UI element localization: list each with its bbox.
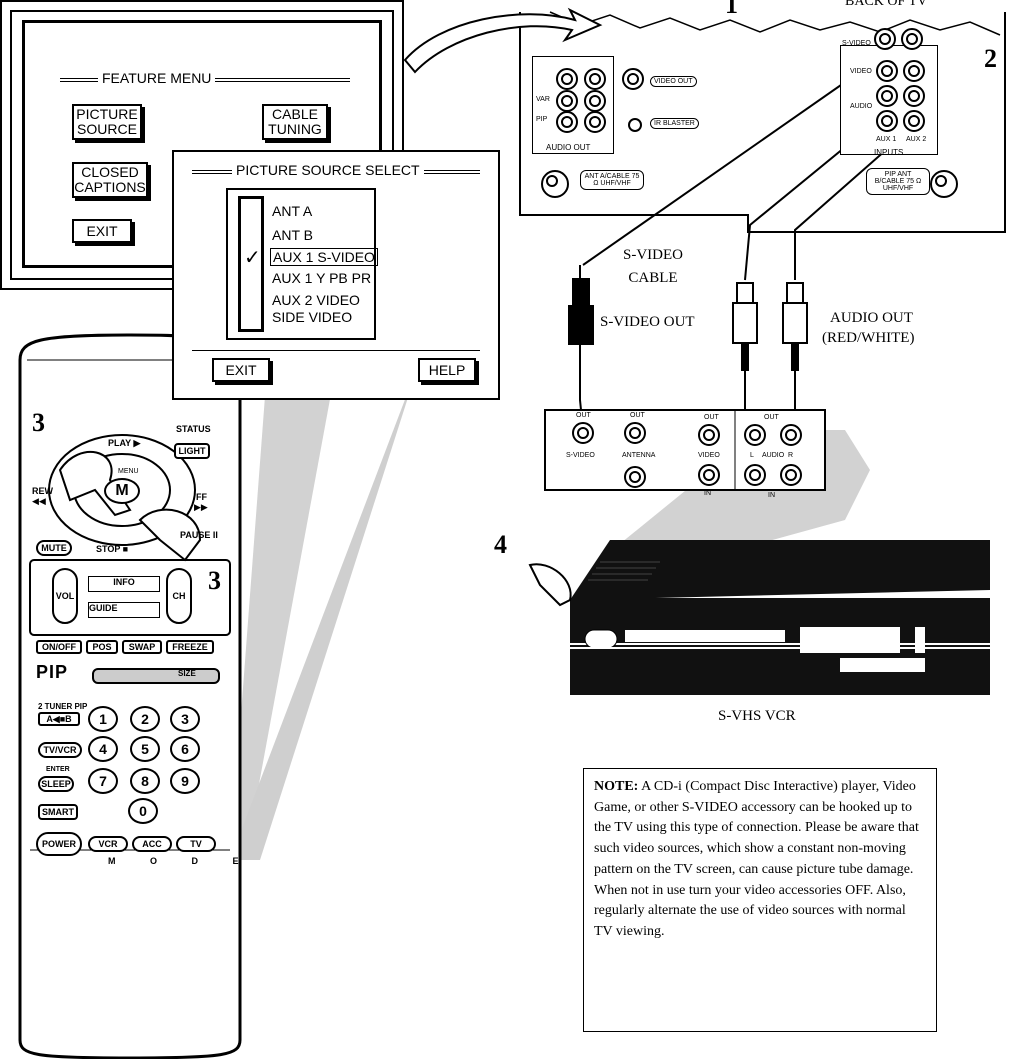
vcr-top: [570, 540, 990, 600]
option-ant-b[interactable]: ANT B: [272, 227, 313, 243]
svideo-input-jack-2[interactable]: [901, 28, 923, 50]
audio-out-jack[interactable]: [556, 68, 578, 90]
step-1-badge: 1: [725, 0, 738, 20]
picture-source-button[interactable]: PICTURE SOURCE: [72, 104, 142, 140]
digit-8-button[interactable]: 8: [130, 768, 160, 794]
ir-blaster-jack[interactable]: [628, 118, 642, 132]
vcr-antenna-in-jack[interactable]: [624, 466, 646, 488]
selected-check-icon: ✓: [244, 245, 261, 270]
pip-on-off-button[interactable]: ON/OFF: [36, 640, 82, 654]
aux2-audio-l-jack[interactable]: [903, 85, 925, 107]
note-text: A CD-i (Compact Disc Interactive) player…: [594, 779, 919, 939]
audio-out-jack[interactable]: [584, 68, 606, 90]
mute-button[interactable]: MUTE: [36, 540, 72, 556]
digit-3-button[interactable]: 3: [170, 706, 200, 732]
note-box: NOTE: A CD-i (Compact Disc Interactive) …: [583, 768, 937, 1032]
ab-swap-button[interactable]: A◀■B: [38, 712, 80, 726]
feature-menu-title: FEATURE MENU: [98, 70, 215, 86]
digit-5-button[interactable]: 5: [130, 736, 160, 762]
menu-help-button[interactable]: HELP: [418, 358, 476, 382]
audio-out-colors: (RED/WHITE): [822, 330, 914, 347]
vcr-audio-r-in-jack[interactable]: [780, 464, 802, 486]
digit-9-button[interactable]: 9: [170, 768, 200, 794]
video-out-jack[interactable]: [622, 68, 644, 90]
smart-button[interactable]: SMART: [38, 804, 78, 820]
vcr-video-in-jack[interactable]: [698, 464, 720, 486]
step-3-badge: 3: [32, 408, 45, 438]
vcr-caption: S-VHS VCR: [718, 708, 796, 725]
pip-audio-jack[interactable]: [584, 111, 606, 133]
mode-vcr-button[interactable]: VCR: [88, 836, 128, 852]
status-label: STATUS: [176, 424, 211, 434]
svideo-out-label: S-VIDEO OUT: [600, 314, 695, 331]
status-light-button[interactable]: LIGHT: [174, 443, 210, 459]
svideo-input-jack[interactable]: [874, 28, 896, 50]
audio-out-label: AUDIO OUT: [830, 310, 913, 327]
ant-a-cable-jack[interactable]: [541, 170, 569, 198]
pip-swap-button[interactable]: SWAP: [122, 640, 162, 654]
exit-button[interactable]: EXIT: [72, 219, 132, 243]
digit-6-button[interactable]: 6: [170, 736, 200, 762]
digit-4-button[interactable]: 4: [88, 736, 118, 762]
aux1-audio-l-jack[interactable]: [876, 85, 898, 107]
aux2-audio-r-jack[interactable]: [903, 110, 925, 132]
var-audio-jack[interactable]: [584, 90, 606, 112]
pip-audio-jack[interactable]: [556, 111, 578, 133]
pause-label: PAUSE II: [180, 530, 218, 540]
play-label: PLAY ▶: [108, 438, 140, 449]
power-button[interactable]: POWER: [36, 832, 82, 856]
option-aux1-svideo[interactable]: AUX 1 S-VIDEO: [270, 248, 378, 266]
option-aux1-ypbpr[interactable]: AUX 1 Y PB PR: [272, 270, 371, 286]
note-label: NOTE:: [594, 779, 638, 794]
step-4-badge: 4: [494, 530, 507, 560]
aux1-audio-r-jack[interactable]: [876, 110, 898, 132]
mode-label: M O D E: [108, 856, 255, 866]
vcr-antenna-out-jack[interactable]: [624, 422, 646, 444]
pip-pos-button[interactable]: POS: [86, 640, 118, 654]
vcr-svideo-out-jack[interactable]: [572, 422, 594, 444]
cable-tuning-button[interactable]: CABLE TUNING: [262, 104, 328, 140]
menu-exit-button[interactable]: EXIT: [212, 358, 270, 382]
pip-ant-b-jack[interactable]: [930, 170, 958, 198]
step-3b-badge: 3: [208, 566, 221, 596]
closed-captions-button[interactable]: CLOSED CAPTIONS: [72, 162, 148, 198]
digit-2-button[interactable]: 2: [130, 706, 160, 732]
pip-size-bar[interactable]: [92, 668, 220, 684]
vcr-audio-r-out-jack[interactable]: [780, 424, 802, 446]
pip-logo: PIP: [36, 662, 68, 683]
var-audio-jack[interactable]: [556, 90, 578, 112]
back-of-tv-title: BACK OF TV: [845, 0, 927, 10]
step-2-badge: 2: [984, 44, 997, 74]
rew-label: REW: [32, 486, 53, 496]
aux1-video-jack[interactable]: [876, 60, 898, 82]
mode-acc-button[interactable]: ACC: [132, 836, 172, 852]
sleep-button[interactable]: SLEEP: [38, 776, 74, 792]
digit-1-button[interactable]: 1: [88, 706, 118, 732]
vcr-video-out-jack[interactable]: [698, 424, 720, 446]
channel-rocker[interactable]: CH: [166, 568, 192, 624]
digit-0-button[interactable]: 0: [128, 798, 158, 824]
menu-button[interactable]: M: [104, 478, 140, 504]
vcr-audio-l-in-jack[interactable]: [744, 464, 766, 486]
aux2-video-jack[interactable]: [903, 60, 925, 82]
ff-label: FF: [196, 492, 207, 502]
mode-tv-button[interactable]: TV: [176, 836, 216, 852]
guide-button[interactable]: GUIDE: [88, 602, 160, 618]
option-side-video[interactable]: SIDE VIDEO: [272, 309, 352, 325]
vcr-audio-l-out-jack[interactable]: [744, 424, 766, 446]
info-button[interactable]: INFO: [88, 576, 160, 592]
stop-label: STOP ■: [96, 544, 128, 554]
svideo-cable-label: S-VIDEO CABLE: [608, 244, 698, 289]
picture-source-title: PICTURE SOURCE SELECT: [232, 162, 424, 178]
tv-vcr-button[interactable]: TV/VCR: [38, 742, 82, 758]
option-aux2-video[interactable]: AUX 2 VIDEO: [272, 292, 360, 308]
digit-7-button[interactable]: 7: [88, 768, 118, 794]
pip-freeze-button[interactable]: FREEZE: [166, 640, 214, 654]
option-ant-a[interactable]: ANT A: [272, 203, 312, 219]
volume-rocker[interactable]: VOL: [52, 568, 78, 624]
